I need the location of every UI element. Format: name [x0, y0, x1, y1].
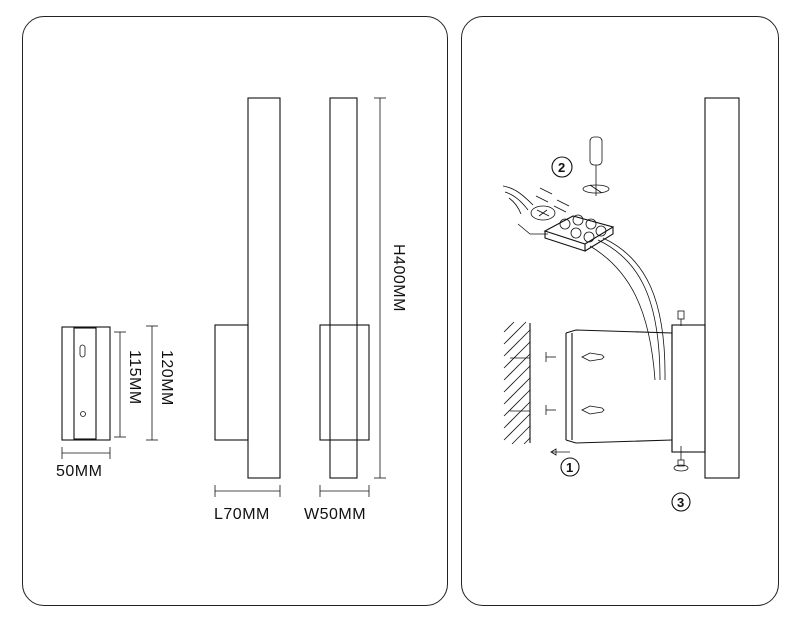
mounting-plate: [565, 325, 673, 452]
stripped-wires: [502, 185, 570, 235]
wall-anchors: [510, 352, 556, 415]
step-2-badge: [551, 156, 573, 178]
length-dimension: [214, 485, 281, 497]
step-1-label: 1: [566, 460, 573, 475]
dimensions-panel: [22, 16, 448, 606]
wall-hatch: [503, 321, 531, 445]
lamp-front-view: [319, 97, 370, 479]
width-label: W50MM: [304, 506, 366, 523]
step-3-badge: [671, 492, 691, 512]
top-fixing-screw: [677, 310, 685, 326]
mount-direction-arrow: [550, 448, 570, 456]
installation-panel: [461, 16, 779, 606]
connector-cap: [530, 205, 556, 221]
base-height-outer-dimension: [146, 325, 158, 441]
height-label: H400MM: [390, 244, 407, 312]
bottom-fixing-screw: [673, 446, 689, 472]
screwdriver-icon: [582, 136, 610, 196]
base-height-outer-label: 120MM: [158, 350, 175, 406]
width-dimension: [319, 485, 370, 497]
base-plate-view: [61, 326, 111, 441]
height-dimension: [374, 97, 386, 479]
base-width-label: 50MM: [56, 463, 102, 480]
step-2-label: 2: [558, 160, 565, 175]
step-3-label: 3: [677, 495, 684, 510]
base-width-dimension: [61, 447, 111, 459]
terminal-block: [543, 214, 615, 252]
length-label: L70MM: [214, 506, 270, 523]
base-height-inner-label: 115MM: [126, 350, 143, 405]
step-1-badge: [560, 457, 580, 477]
lamp-side-view: [214, 97, 281, 479]
wires: [589, 237, 666, 381]
screws: [581, 352, 605, 415]
lamp-body: [671, 97, 740, 479]
base-height-inner-dimension: [114, 331, 126, 438]
